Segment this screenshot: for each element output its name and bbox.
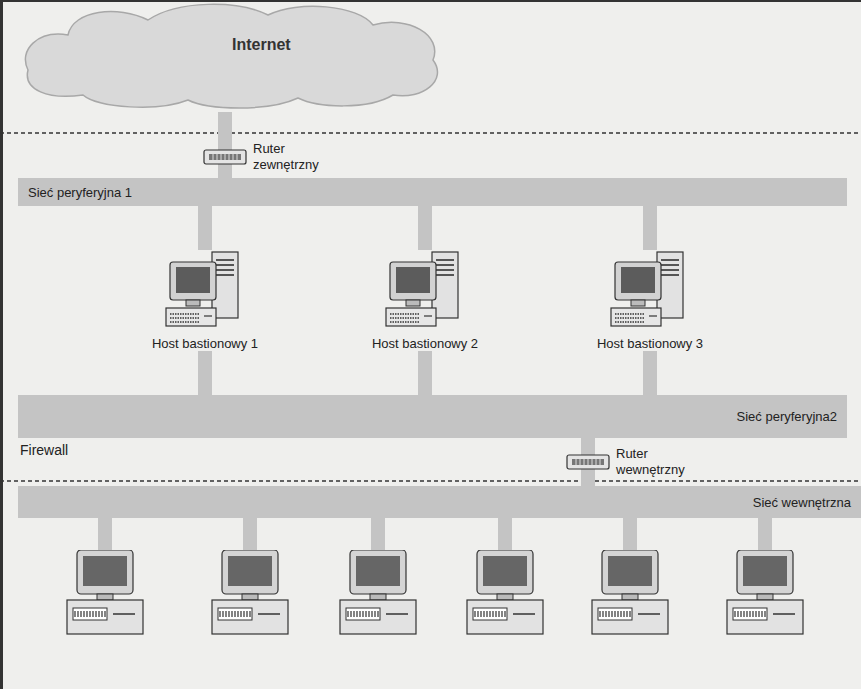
computer-symbol: [166, 252, 238, 326]
workstation-icon: [67, 549, 143, 634]
router-symbol: [567, 455, 609, 469]
bastion-host: Host bastionowy 3: [597, 250, 703, 351]
router-node: Ruter wewnętrzny: [566, 445, 698, 479]
network-band: Sieć wewnętrzna: [18, 486, 861, 518]
page-edge: [0, 0, 861, 2]
firewall-boundary: [0, 132, 861, 133]
router-label: Ruter wewnętrzny: [616, 446, 698, 477]
zone-label: Firewall: [20, 442, 68, 458]
computer-symbol: [380, 250, 470, 332]
router-symbol: [203, 149, 247, 165]
router-symbol: [566, 454, 610, 470]
router-node: Ruter zewnętrzny: [203, 140, 335, 174]
network-link: [643, 206, 657, 250]
network-link: [581, 438, 595, 445]
host-icon: [380, 250, 470, 332]
computer-symbol: [160, 250, 250, 332]
workstation-icon: [592, 549, 668, 634]
bastion-host: Host bastionowy 2: [372, 250, 478, 351]
router-icon: [566, 445, 610, 479]
cloud-shape: [18, 0, 448, 112]
host-label: Host bastionowy 3: [597, 336, 703, 351]
workstation-icon: [727, 549, 803, 634]
network-link: [418, 206, 432, 250]
host-icon: [605, 250, 695, 332]
network-band: Sieć peryferyjna 1: [18, 178, 847, 206]
host-label: Host bastionowy 2: [372, 336, 478, 351]
computer-symbol: [611, 252, 683, 326]
router-symbol: [204, 150, 246, 164]
cloud-label: Internet: [232, 36, 448, 54]
network-link: [198, 351, 212, 395]
workstation-links: [98, 518, 772, 550]
page-edge: [0, 0, 3, 689]
router-label: Ruter zewnętrzny: [253, 141, 335, 172]
computer-symbol: [605, 250, 695, 332]
network-link: [198, 206, 212, 250]
network-link: [418, 351, 432, 395]
network-label: Sieć peryferyjna2: [737, 409, 837, 424]
host-label: Host bastionowy 1: [152, 336, 258, 351]
bastion-host: Host bastionowy 1: [152, 250, 258, 351]
router-icon: [203, 140, 247, 174]
workstation-icon: [467, 549, 543, 634]
host-icon: [160, 250, 250, 332]
network-link: [581, 479, 595, 486]
network-link: [218, 112, 232, 140]
cloud-outline: [25, 4, 437, 108]
workstation-icon: [340, 549, 416, 634]
network-band: Sieć peryferyjna2: [18, 395, 847, 438]
workstation-icon: [212, 549, 288, 634]
computer-symbol: [386, 252, 458, 326]
internet-cloud: Internet: [18, 0, 448, 112]
network-link: [643, 351, 657, 395]
firewall-boundary: [0, 480, 861, 481]
network-label: Sieć wewnętrzna: [753, 495, 851, 510]
network-label: Sieć peryferyjna 1: [28, 185, 132, 200]
